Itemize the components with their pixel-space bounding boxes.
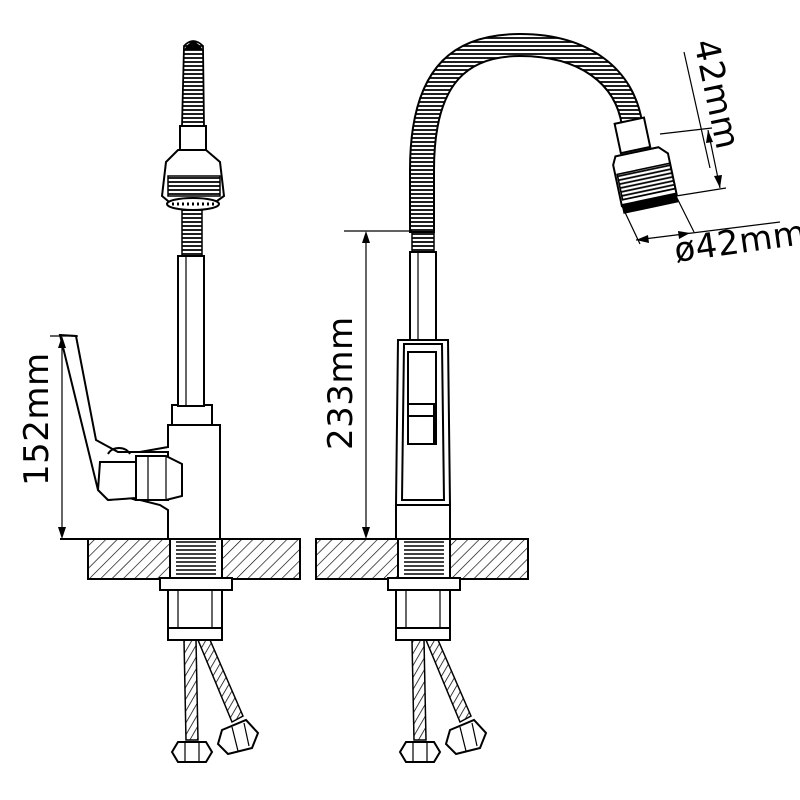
spout-tube-left <box>177 209 205 407</box>
dimension-label-152: 152mm <box>17 352 57 486</box>
spout-tube-right <box>409 231 437 341</box>
flex-hose-left <box>181 40 205 127</box>
front-view: 233mm 42mm ø42mm <box>315 32 800 763</box>
dimension-233: 233mm <box>321 230 412 540</box>
supply-hoses-right <box>398 639 488 763</box>
mount-nut-right <box>387 577 461 641</box>
side-view: 152mm <box>17 40 301 763</box>
dimension-152: 152mm <box>17 335 78 539</box>
dimension-label-42: 42mm <box>685 36 747 153</box>
arched-flex-hose <box>409 32 644 233</box>
faucet-body-right <box>394 339 452 540</box>
spray-head-left <box>160 125 226 211</box>
mount-nut-left <box>159 577 233 641</box>
supply-hoses-left <box>170 639 260 763</box>
spray-head-right <box>612 116 679 214</box>
dimension-42: 42mm <box>659 36 748 197</box>
dimension-label-233: 233mm <box>321 316 361 450</box>
dimension-label-dia42: ø42mm <box>672 213 800 271</box>
countertop-left <box>60 538 301 580</box>
countertop-right <box>315 538 529 580</box>
faucet-body-left <box>58 333 221 540</box>
